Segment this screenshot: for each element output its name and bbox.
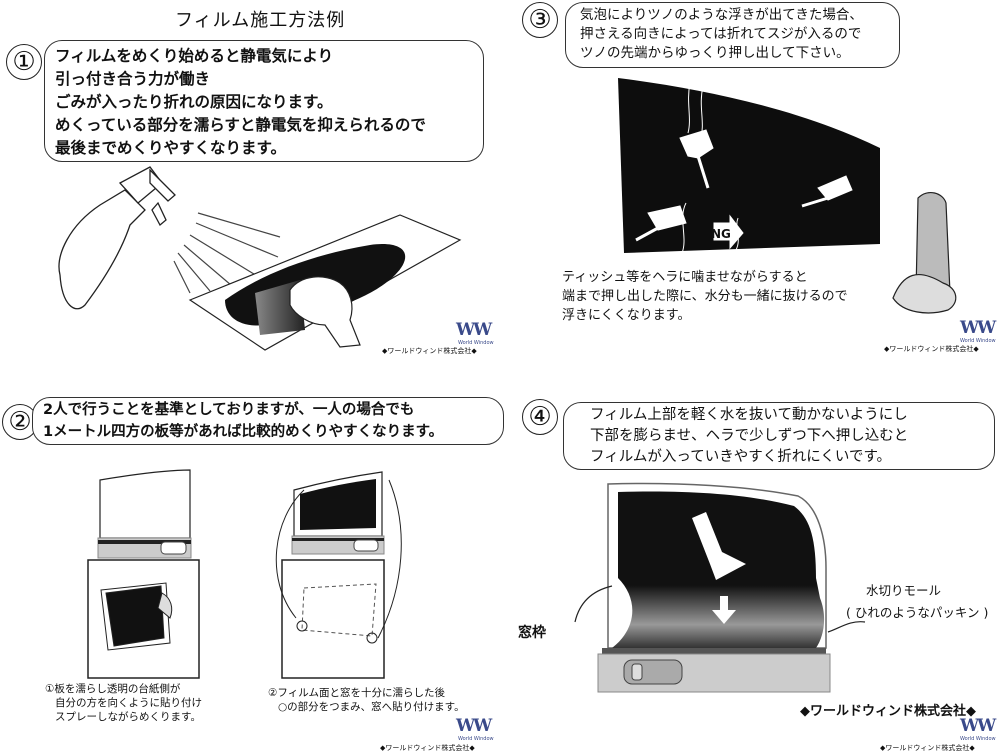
- tissue-spatula-illustration: [892, 191, 957, 314]
- tissue-line: 浮きにくくなります。: [562, 308, 691, 323]
- tissue-line: ティッシュ等をヘラに噛ませながらすると: [562, 270, 808, 285]
- company-label: ◆ワールドウィンド株式会社◆: [880, 744, 975, 752]
- molding-label: 水切りモール: [866, 583, 942, 598]
- step-2-line: 1メートル四方の板等があれば比較的めくりやすくなります。: [43, 424, 444, 440]
- company-label-large: ◆ワールドウィンド株式会社◆: [800, 704, 976, 719]
- frame-label: 窓枠: [518, 625, 546, 641]
- logo: WW: [960, 318, 996, 338]
- tissue-line: 端まで押し出した際に、水分も一緒に抜けるので: [562, 289, 848, 304]
- step-2-bubble: 2人で行うことを基準としておりますが、一人の場合でも 1メートル四方の板等があれ…: [32, 397, 504, 445]
- step-number-1: ①: [6, 44, 42, 80]
- caption-right-line: ②フィルム面と窓を十分に濡らした後: [268, 687, 445, 699]
- logo-sub: World Window: [960, 338, 996, 344]
- step-4-line: フィルム上部を軽く水を抜いて動かないようにし: [590, 407, 908, 423]
- company-label: ◆ワールドウィンド株式会社◆: [380, 744, 475, 752]
- logo: WW: [960, 716, 996, 736]
- logo-sub: World Window: [458, 736, 494, 742]
- step-1-line: 最後までめくりやすくなります。: [55, 139, 286, 157]
- bubble-removal-illustration: [618, 78, 880, 254]
- caption-right-line: ○の部分をつまみ、窓へ貼り付けます。: [278, 701, 465, 713]
- step-1-bubble: フィルムをめくり始めると静電気により 引っ付き合う力が働き ごみが入ったり折れの…: [44, 40, 484, 162]
- ng-label: NG: [711, 227, 731, 241]
- step-number-3: ③: [522, 2, 558, 38]
- step-4-bubble: フィルム上部を軽く水を抜いて動かないようにし 下部を膨らませ、ヘラで少しずつ下へ…: [563, 402, 995, 470]
- step-1-line: めくっている部分を濡らすと静電気を抑えられるので: [55, 116, 426, 134]
- company-label: ◆ワールドウィンド株式会社◆: [382, 347, 477, 355]
- label-connector-lines: [574, 585, 866, 633]
- step-3-line: ツノの先端からゆっくり押し出して下さい。: [580, 45, 850, 61]
- step-4-line: 下部を膨らませ、ヘラで少しずつ下へ押し込むと: [590, 428, 909, 444]
- spray-illustration: [58, 166, 462, 351]
- step-1-line: 引っ付き合う力が働き: [55, 70, 211, 88]
- step-3-bubble: 気泡によりツノのような浮きが出てきた場合、 押さえる向きによっては折れてスジが入…: [565, 2, 900, 68]
- molding-label-note: ( ひれのようなパッキン ): [846, 605, 989, 620]
- step-number-4: ④: [522, 399, 558, 435]
- page-title: フィルム施工方法例: [175, 10, 346, 31]
- logo-sub: World Window: [960, 736, 996, 742]
- step-3-line: 気泡によりツノのような浮きが出てきた場合、: [580, 7, 863, 23]
- logo: WW: [456, 320, 492, 340]
- logo-sub: World Window: [458, 340, 494, 346]
- step-2-line: 2人で行うことを基準としておりますが、一人の場合でも: [43, 402, 415, 418]
- step-4-line: フィルムが入っていきやすく折れにくいです。: [590, 449, 892, 465]
- logo: WW: [456, 716, 492, 736]
- window-board-illustration-right: [275, 471, 402, 679]
- caption-left-line: スプレーしながらめくります。: [55, 711, 201, 723]
- company-label: ◆ワールドウィンド株式会社◆: [884, 345, 979, 353]
- step-1-line: ごみが入ったり折れの原因になります。: [55, 93, 333, 111]
- caption-left-line: 自分の方を向くように貼り付け: [55, 697, 202, 709]
- window-board-illustration-left: [87, 469, 200, 679]
- step-1-line: フィルムをめくり始めると静電気により: [55, 47, 334, 65]
- window-frame-illustration: [597, 482, 831, 693]
- caption-left-line: ①板を濡らし透明の台紙側が: [45, 683, 181, 695]
- step-3-line: 押さえる向きによっては折れてスジが入るので: [580, 26, 862, 42]
